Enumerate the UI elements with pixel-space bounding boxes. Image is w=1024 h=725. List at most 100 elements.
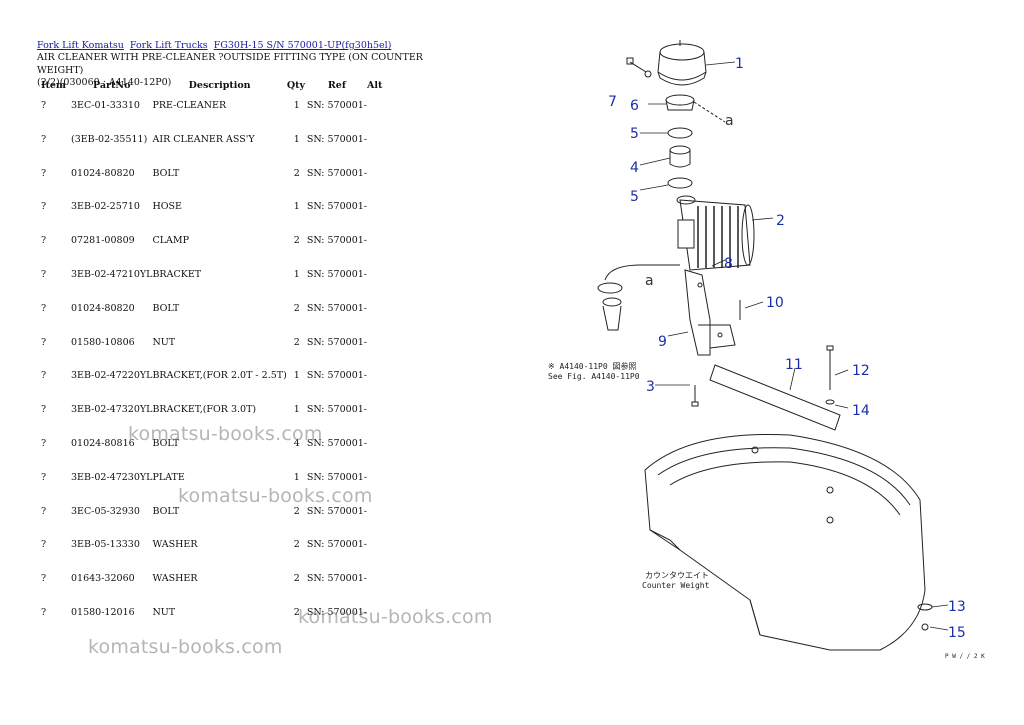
watermark: komatsu-books.com (298, 606, 493, 628)
cell-ref: SN: 570001- (306, 167, 367, 179)
breadcrumb-link-model[interactable]: FG30H-15 S/N 570001-UP(fg30h5el) (213, 40, 392, 51)
cell-item: ? (41, 505, 47, 517)
cell-item: ? (41, 606, 47, 618)
callout-12: 12 (852, 363, 870, 379)
col-header-alt: Alt (367, 79, 383, 91)
pre-cleaner-drawing (657, 40, 707, 86)
callout-13: 13 (948, 599, 966, 615)
bolt-7-drawing (626, 57, 652, 78)
cell-ref: SN: 570001- (306, 539, 367, 551)
col-header-ref: Ref (327, 79, 346, 91)
cell-qty: 2 (293, 336, 300, 348)
callout-1: 1 (735, 56, 744, 72)
cell-description: BOLT (152, 302, 180, 314)
bolt-12-drawing (825, 345, 835, 405)
page-title: AIR CLEANER WITH PRE-CLEANER ?OUTSIDE FI… (37, 52, 467, 90)
cell-description: BOLT (152, 437, 180, 449)
cell-description: WASHER (152, 539, 198, 551)
cell-ref: SN: 570001- (306, 235, 367, 247)
counterweight-drawing (644, 433, 926, 651)
callout-11: 11 (785, 357, 803, 373)
cell-partno: 01024-80820 (71, 167, 135, 179)
reference-note-en: See Fig. A4140-11P0 (548, 372, 640, 381)
cell-alt (367, 295, 397, 329)
callout-9: 9 (658, 334, 667, 350)
col-header-item: Item (41, 79, 66, 91)
nut-15-drawing (921, 623, 929, 631)
cell-partno: 3EB-02-47210YL (71, 268, 153, 280)
clamp-6-drawing (665, 94, 726, 123)
cell-ref: SN: 570001- (306, 437, 367, 449)
cell-ref: SN: 570001- (306, 302, 367, 314)
cell-description: BRACKET,(FOR 2.0T - 2.5T) (152, 370, 287, 382)
cell-description: WASHER (152, 573, 198, 585)
clamp-5-lower-drawing (667, 177, 693, 189)
cell-partno: 3EB-02-47220YL (71, 370, 153, 382)
cell-qty: 2 (293, 505, 300, 517)
air-cleaner-drawing (676, 195, 755, 271)
cell-ref: SN: 570001- (306, 133, 367, 145)
cell-ref: SN: 570001- (306, 370, 367, 382)
breadcrumb-link-brand[interactable]: Fork Lift Komatsu (37, 40, 124, 51)
cell-alt (367, 160, 397, 194)
callout-10: 10 (766, 295, 784, 311)
cell-partno: 3EB-05-13330 (71, 539, 140, 551)
cell-partno: 01580-10806 (71, 336, 135, 348)
breadcrumb-link-category[interactable]: Fork Lift Trucks (129, 40, 208, 51)
callout-15: 15 (948, 625, 966, 641)
arrow-label-a-top: a (725, 113, 734, 129)
cell-partno: 01643-32060 (71, 573, 135, 585)
cell-partno: 01024-80820 (71, 302, 135, 314)
clamp-5-upper-drawing (667, 127, 693, 139)
hose-line-drawing (604, 264, 680, 281)
callout-5-upper: 5 (630, 126, 639, 142)
watermark: komatsu-books.com (128, 423, 323, 445)
cell-item: ? (41, 370, 47, 382)
cell-alt (367, 91, 397, 126)
cell-qty: 1 (293, 100, 300, 111)
cell-description: BOLT (152, 505, 180, 517)
exploded-parts-diagram: 1 2 3 4 5 5 6 7 8 9 10 11 12 13 14 15 a … (548, 40, 985, 660)
cell-ref: SN: 570001- (306, 100, 367, 111)
cell-item: ? (41, 201, 47, 213)
cell-partno: 07281-00809 (71, 235, 135, 247)
cell-item: ? (41, 539, 47, 551)
cell-qty: 4 (293, 437, 300, 449)
cell-item: ? (41, 235, 47, 247)
cell-description: PRE-CLEANER (152, 100, 227, 111)
parts-table: Item PartNo Description Qty Ref Alt ?3EC… (37, 79, 397, 633)
cell-ref: SN: 570001- (306, 336, 367, 348)
parts-table-header: Item PartNo Description Qty Ref Alt (37, 79, 397, 91)
cell-alt (367, 396, 397, 430)
cell-item: ? (41, 471, 47, 483)
cell-item: ? (41, 302, 47, 314)
cell-description: PLATE (152, 471, 185, 483)
cell-item: ? (41, 100, 47, 111)
small-pre-cleaner-drawing (597, 282, 623, 331)
counterweight-label-en: Counter Weight (642, 581, 710, 590)
cell-alt (367, 261, 397, 295)
cell-alt (367, 193, 397, 227)
cell-ref: SN: 570001- (306, 606, 367, 618)
cell-ref: SN: 570001- (306, 471, 367, 483)
cell-description: HOSE (152, 201, 182, 213)
cell-description: NUT (152, 606, 176, 618)
cell-item: ? (41, 573, 47, 585)
bolt-3-drawing (691, 385, 699, 407)
cell-partno: 3EB-02-47320YL (71, 404, 153, 416)
cell-description: BOLT (152, 167, 180, 179)
cell-item: ? (41, 268, 47, 280)
arrow-label-a-bottom: a (645, 273, 654, 289)
